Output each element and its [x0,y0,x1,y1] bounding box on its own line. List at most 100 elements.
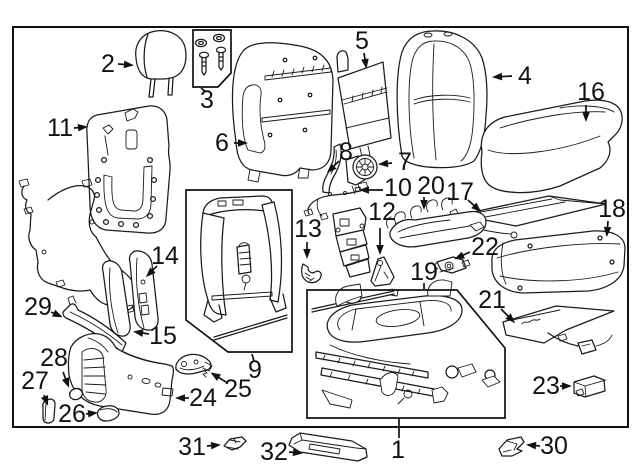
arrowhead-icon [454,251,465,260]
callout-17: 17 [446,178,482,213]
part-20-suspension-mat-art [386,197,487,248]
part-4-seat-back-cover-art [396,30,488,169]
callout-24: 24 [175,384,217,412]
part-number-8[interactable]: 8 [339,138,353,166]
part-number-19[interactable]: 19 [410,258,438,286]
part-number-13[interactable]: 13 [294,215,322,243]
arrowhead-icon [133,329,144,337]
arrowhead-icon [376,245,384,255]
part-number-16[interactable]: 16 [577,78,605,106]
arrowhead-icon [378,159,389,168]
callout-20: 20 [417,172,445,210]
callout-7: 7 [378,148,412,176]
arrowhead-icon [361,58,369,69]
callout-22: 22 [454,233,499,261]
part-10-harness-art [303,186,362,221]
part-26-cap-art [96,405,120,422]
part-9-seat-frame-art [200,195,288,341]
part-number-18[interactable]: 18 [598,195,626,223]
part-24-side-shield-art [67,332,175,416]
part-number-31[interactable]: 31 [178,433,206,461]
part-number-7[interactable]: 7 [398,148,412,176]
part-25-handle-art [175,353,213,378]
part-number-25[interactable]: 25 [224,375,252,403]
part-number-14[interactable]: 14 [151,242,179,270]
arrowhead-icon [210,372,221,381]
callout-10: 10 [359,174,412,202]
part-7-blower-art [345,154,378,195]
callout-12: 12 [368,198,396,255]
callout-2: 2 [101,50,134,78]
part-11-seat-back-panel-art [86,105,171,234]
part-number-27[interactable]: 27 [21,367,49,395]
callout-14: 14 [145,242,179,278]
callout-21: 21 [478,286,516,324]
part-31-clip-art [223,436,247,451]
callout-16: 16 [577,78,605,122]
arrowhead-icon [175,394,185,402]
part-number-11[interactable]: 11 [47,114,73,142]
callout-18: 18 [598,195,626,237]
diagram-border [12,26,629,428]
part-number-22[interactable]: 22 [471,233,499,261]
arrowhead-icon [292,448,303,457]
part-number-10[interactable]: 10 [384,174,412,202]
part-30-clip-art [498,436,525,457]
callout-31: 31 [178,433,221,461]
part-number-12[interactable]: 12 [368,198,396,226]
part-number-9[interactable]: 9 [248,356,262,384]
callout-1: 1 [391,418,405,464]
part-number-23[interactable]: 23 [532,372,560,400]
callout-27: 27 [21,367,49,406]
seat-frame-box [185,189,293,353]
part-number-26[interactable]: 26 [58,400,86,428]
part-number-3[interactable]: 3 [200,86,214,114]
part-number-15[interactable]: 15 [149,322,177,350]
callout-19: 19 [410,258,438,289]
part-32-trim-strip-art [288,432,368,462]
part-number-29[interactable]: 29 [24,293,52,321]
callout-leader [200,87,207,93]
callout-15: 15 [133,322,177,350]
part-number-4[interactable]: 4 [518,62,532,90]
arrowhead-icon [40,395,49,406]
part-number-32[interactable]: 32 [260,438,288,466]
callout-13: 13 [294,215,322,259]
part-number-30[interactable]: 30 [540,432,568,460]
part-number-17[interactable]: 17 [446,178,474,206]
callout-23: 23 [532,372,572,400]
part-number-2[interactable]: 2 [101,50,115,78]
callout-11: 11 [47,114,88,142]
arrowhead-icon [238,139,248,147]
arrowhead-icon [77,123,88,132]
arrowhead-icon [562,382,572,390]
arrowhead-icon [471,202,482,213]
part-27-cap-art [42,398,56,424]
part-16-cushion-cover-art [480,99,623,194]
part-number-20[interactable]: 20 [417,172,445,200]
part-number-5[interactable]: 5 [355,27,369,55]
arrowhead-icon [61,377,70,388]
part-number-28[interactable]: 28 [40,344,68,372]
arrowhead-icon [87,409,98,418]
recliner-mechanism-art [332,207,371,278]
arrowhead-icon [603,226,612,237]
part-5-back-panel-art [336,50,392,158]
part-number-6[interactable]: 6 [215,129,229,157]
part-number-1[interactable]: 1 [391,436,405,464]
callout-6: 6 [215,129,248,157]
callout-3: 3 [200,86,214,114]
fastener-kit-box [192,29,232,88]
part-6-seat-back-pad-art [231,42,334,183]
arrowhead-icon [359,186,369,194]
part-number-21[interactable]: 21 [478,286,506,314]
part-number-24[interactable]: 24 [189,384,217,412]
arrowhead-icon [582,112,590,122]
callout-29: 29 [24,293,63,321]
arrowhead-icon [123,60,134,69]
arrowhead-icon [526,441,537,450]
part-23-motor-art [573,375,607,398]
